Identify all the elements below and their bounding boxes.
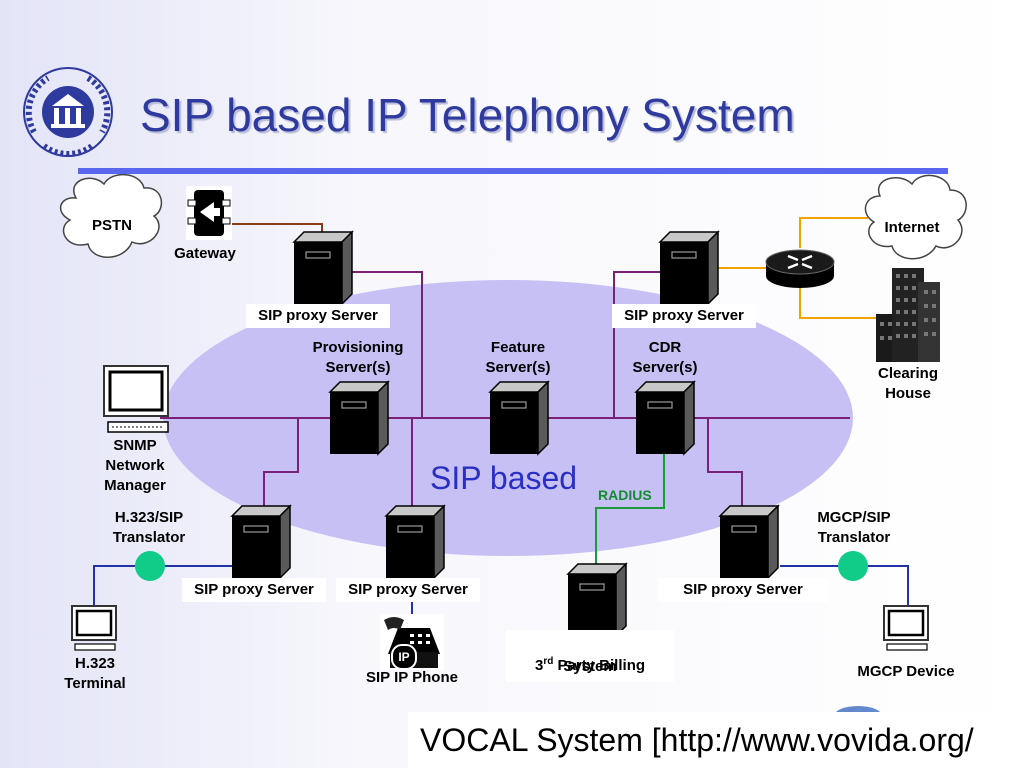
sip-proxy-bottom-1-box (182, 578, 326, 602)
sip-proxy-server-bottom-3 (719, 505, 779, 579)
ip-badge: IP (391, 644, 417, 670)
internet-label: Internet (884, 219, 940, 236)
h323-translator-label: H.323/SIP Translator (112, 509, 186, 546)
pstn-cloud (59, 174, 163, 258)
sip-proxy-server-bottom-1 (231, 505, 291, 579)
billing-rest: Party Billing (553, 657, 646, 674)
feature-server (489, 381, 549, 455)
feature-label: Feature Server(s) (485, 339, 551, 376)
gateway-label: Gateway (174, 245, 236, 262)
sip-proxy-server-bottom-2 (385, 505, 445, 579)
router-icon (765, 249, 835, 288)
sip-proxy-top-right-box (612, 304, 756, 328)
sip-proxy-bottom-2-box (336, 578, 480, 602)
institute-logo (23, 67, 113, 157)
internet-cloud (864, 174, 967, 260)
h323-translator-node (135, 551, 165, 581)
cdr-label: CDR Server(s) (632, 339, 698, 376)
sip-proxy-server-top-left (293, 231, 353, 305)
billing-line2: System (563, 658, 617, 675)
billing-sup: rd (543, 656, 554, 667)
provisioning-label: Provisioning Server(s) (312, 339, 404, 376)
gateway-icon (186, 186, 232, 240)
billing-label: 3rd Party Billing (506, 636, 674, 676)
sip-based-label: SIP based (430, 460, 578, 496)
sip-proxy-bottom-1-label: SIP proxy Server (194, 581, 314, 598)
sip-proxy-server-top-right (659, 231, 719, 305)
snmp-label: SNMP Network Manager (104, 437, 166, 494)
cdr-server (635, 381, 695, 455)
h323-terminal-icon (70, 604, 118, 652)
mgcp-translator-label: MGCP/SIP Translator (817, 509, 891, 546)
mgcp-translator-node (838, 551, 868, 581)
sip-proxy-top-left-label: SIP proxy Server (258, 307, 378, 324)
page-title: SIP based IP Telephony System (140, 89, 795, 141)
snmp-workstation-icon (102, 364, 170, 434)
radius-link (595, 452, 665, 572)
sip-proxy-bottom-3-box (658, 578, 828, 602)
mgcp-device-label: MGCP Device (857, 663, 955, 680)
internet-links (718, 217, 878, 319)
billing-server (567, 563, 627, 637)
clearing-house-label: Clearing House (877, 365, 938, 402)
billing-box (506, 630, 674, 682)
sip-proxy-bottom-3-label: SIP proxy Server (683, 581, 803, 598)
pstn-label: PSTN (91, 217, 132, 234)
sip-proxy-top-left-box (246, 304, 390, 328)
provisioning-server (329, 381, 389, 455)
h323-terminal-label: H.323 Terminal (64, 655, 126, 692)
radius-label: RADIUS (598, 487, 652, 503)
billing-prefix: 3 (534, 657, 544, 674)
title-underline (78, 168, 948, 174)
sip-proxy-top-right-label: SIP proxy Server (624, 307, 744, 324)
footer-caption: VOCAL System [http://www.vovida.org/ (408, 712, 1024, 768)
sip-ip-phone-label: SIP IP Phone (366, 669, 458, 686)
sip-proxy-bottom-2-label: SIP proxy Server (348, 581, 468, 598)
mgcp-device-icon (882, 604, 930, 652)
building-icon (876, 268, 940, 362)
